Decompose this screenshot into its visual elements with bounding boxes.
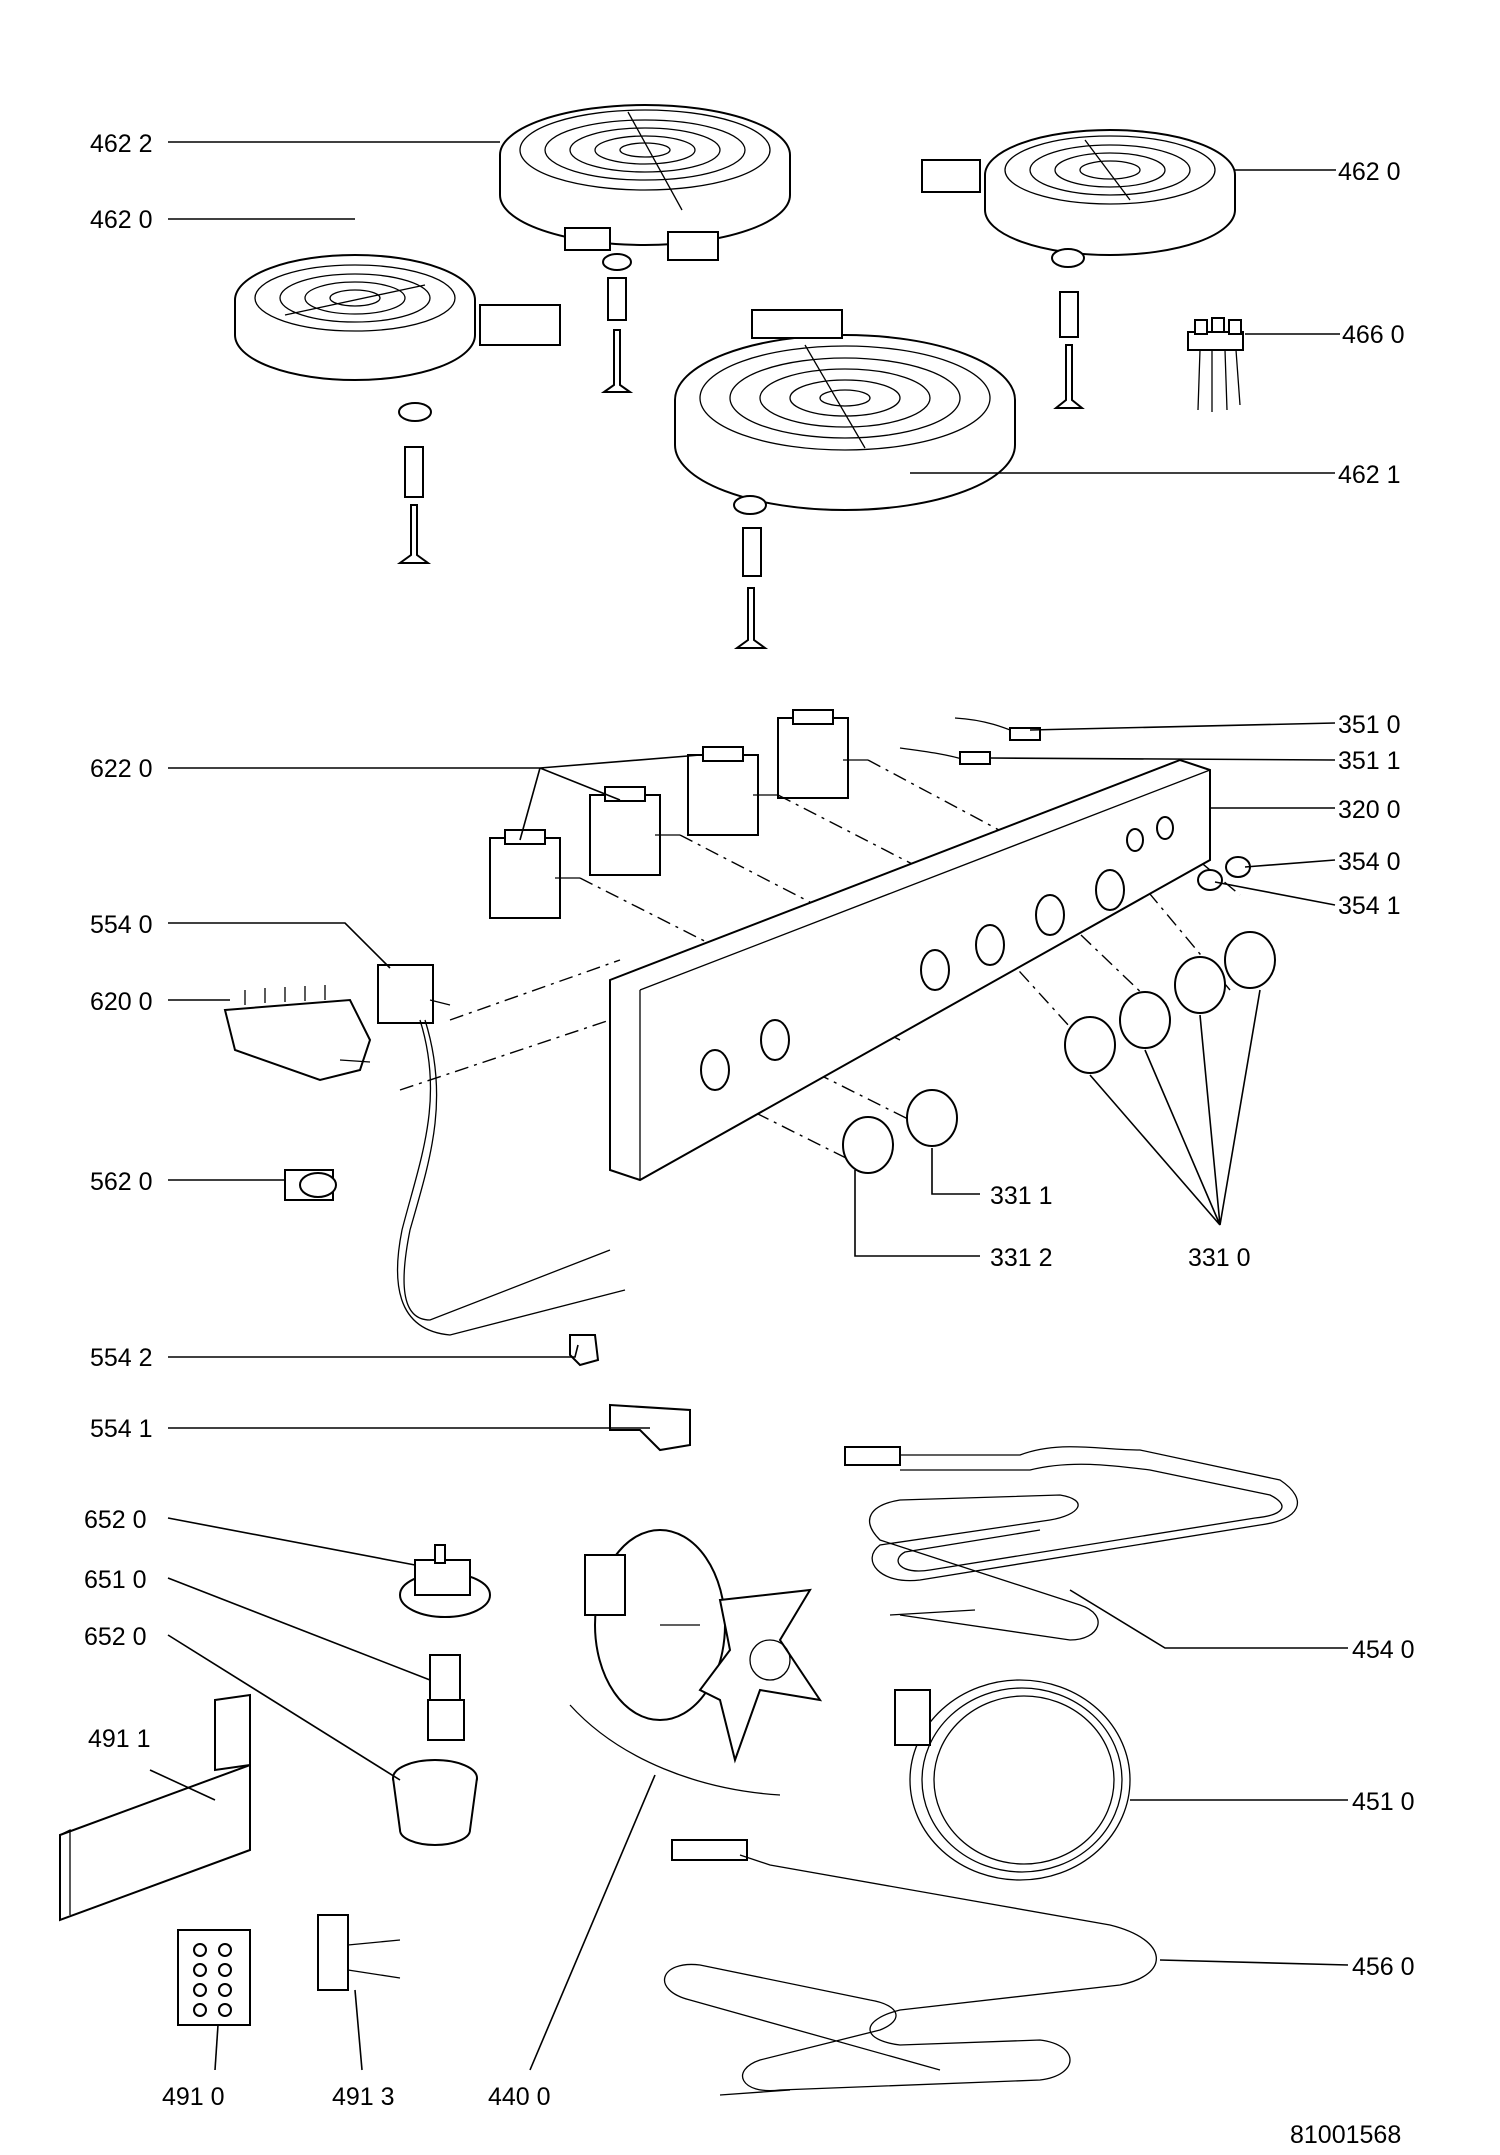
- label-491-1: 491 1: [88, 1725, 151, 1753]
- label-491-3: 491 3: [332, 2083, 395, 2111]
- label-440-0: 440 0: [488, 2083, 551, 2111]
- heating-element-icon: [663, 1839, 1157, 2096]
- thermostat-icon: [377, 964, 626, 1336]
- label-462-0-right: 462 0: [1338, 158, 1401, 186]
- label-320-0: 320 0: [1338, 796, 1401, 824]
- document-number: 81001568: [1290, 2121, 1401, 2149]
- screw-icon: [396, 402, 432, 564]
- label-554-0: 554 0: [90, 911, 153, 939]
- label-562-0: 562 0: [90, 1168, 153, 1196]
- label-652-0-top: 652 0: [84, 1506, 147, 1534]
- label-351-0: 351 0: [1338, 711, 1401, 739]
- label-354-0: 354 0: [1338, 848, 1401, 876]
- screw-icon: [1051, 248, 1085, 409]
- hotplate-icon: [674, 309, 1016, 511]
- hotplate-icon: [234, 254, 561, 381]
- label-491-0: 491 0: [162, 2083, 225, 2111]
- control-panel-icon: [609, 758, 1211, 1182]
- bulb-icon: [427, 1654, 465, 1741]
- heating-element-icon: [844, 1446, 1299, 1641]
- lamp-holder-icon: [399, 1544, 491, 1618]
- label-651-0: 651 0: [84, 1566, 147, 1594]
- label-354-1: 354 1: [1338, 892, 1401, 920]
- label-456-0: 456 0: [1352, 1953, 1415, 1981]
- label-554-1: 554 1: [90, 1415, 153, 1443]
- knob-icon: [842, 931, 1276, 1174]
- hotplate-icon: [499, 104, 791, 261]
- label-620-0: 620 0: [90, 988, 153, 1016]
- label-652-0-bottom: 652 0: [84, 1623, 147, 1651]
- label-331-0: 331 0: [1188, 1244, 1251, 1272]
- thermal-cutout-icon: [284, 1169, 337, 1201]
- label-451-0: 451 0: [1352, 1788, 1415, 1816]
- rotary-switch-icon: [589, 786, 680, 876]
- label-462-2: 462 2: [90, 130, 153, 158]
- indicator-lamp-icon: [1197, 856, 1251, 891]
- screw-icon: [600, 253, 634, 393]
- leader-lines: [149, 141, 1349, 2071]
- rotary-switch-icon: [777, 709, 868, 799]
- label-554-2: 554 2: [90, 1344, 153, 1372]
- part-labels: 462 2 462 0 462 0 466 0 462 1 622 0 351 …: [84, 130, 1415, 2149]
- label-331-2: 331 2: [990, 1244, 1053, 1272]
- label-351-1: 351 1: [1338, 747, 1401, 775]
- label-462-0-left: 462 0: [90, 206, 153, 234]
- terminal-block-icon: [1187, 317, 1244, 412]
- mounting-bracket-icon: [59, 1693, 251, 1922]
- label-466-0: 466 0: [1342, 321, 1405, 349]
- label-331-1: 331 1: [990, 1182, 1053, 1210]
- earth-clamp-icon: [317, 1914, 401, 1991]
- wire-icon: [899, 717, 1041, 765]
- lamp-cover-icon: [392, 1759, 478, 1846]
- rotary-switch-icon: [489, 829, 580, 919]
- screw-icon: [733, 495, 769, 649]
- fan-motor-icon: [569, 1529, 823, 1796]
- hotplate-icon: [921, 129, 1236, 256]
- label-622-0: 622 0: [90, 755, 153, 783]
- label-462-1: 462 1: [1338, 461, 1401, 489]
- label-454-0: 454 0: [1352, 1636, 1415, 1664]
- selector-switch-icon: [223, 985, 372, 1082]
- terminal-block-icon: [177, 1929, 251, 2026]
- heating-element-icon: [894, 1679, 1131, 1881]
- clip-icon: [569, 1334, 600, 1367]
- rotary-switch-icon: [687, 746, 778, 836]
